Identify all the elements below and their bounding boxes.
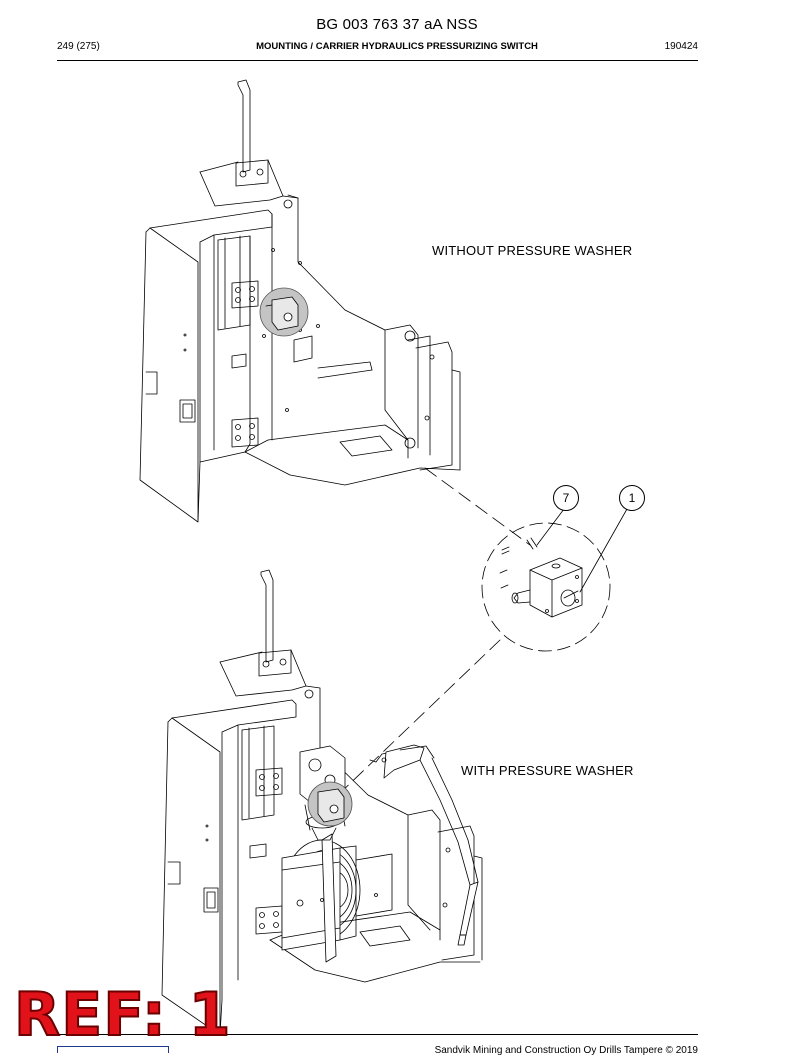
sandvik-logo-bar [57,1046,169,1053]
page-title: MOUNTING / CARRIER HYDRAULICS PRESSURIZI… [256,41,538,52]
leader-dash-bottom [337,639,501,796]
document-id: BG 003 763 37 aA NSS [316,16,478,33]
top-frame-assembly [139,79,461,523]
leader-dash-top [424,467,531,546]
bottom-frame-assembly [161,569,483,1036]
page-number: 249 (275) [57,41,100,52]
header-rule [57,60,698,61]
item-balloon-1: 1 [619,485,645,511]
ref-stamp: REF: 1 [13,980,232,1050]
item-balloon-7: 7 [553,485,579,511]
caption-without-pressure-washer: WITHOUT PRESSURE WASHER [432,243,633,258]
footer-copyright: Sandvik Mining and Construction Oy Drill… [434,1045,698,1056]
footer-rule [57,1034,698,1035]
caption-with-pressure-washer: WITH PRESSURE WASHER [461,763,634,778]
document-date: 190424 [664,41,698,52]
switch-detail [481,508,628,652]
